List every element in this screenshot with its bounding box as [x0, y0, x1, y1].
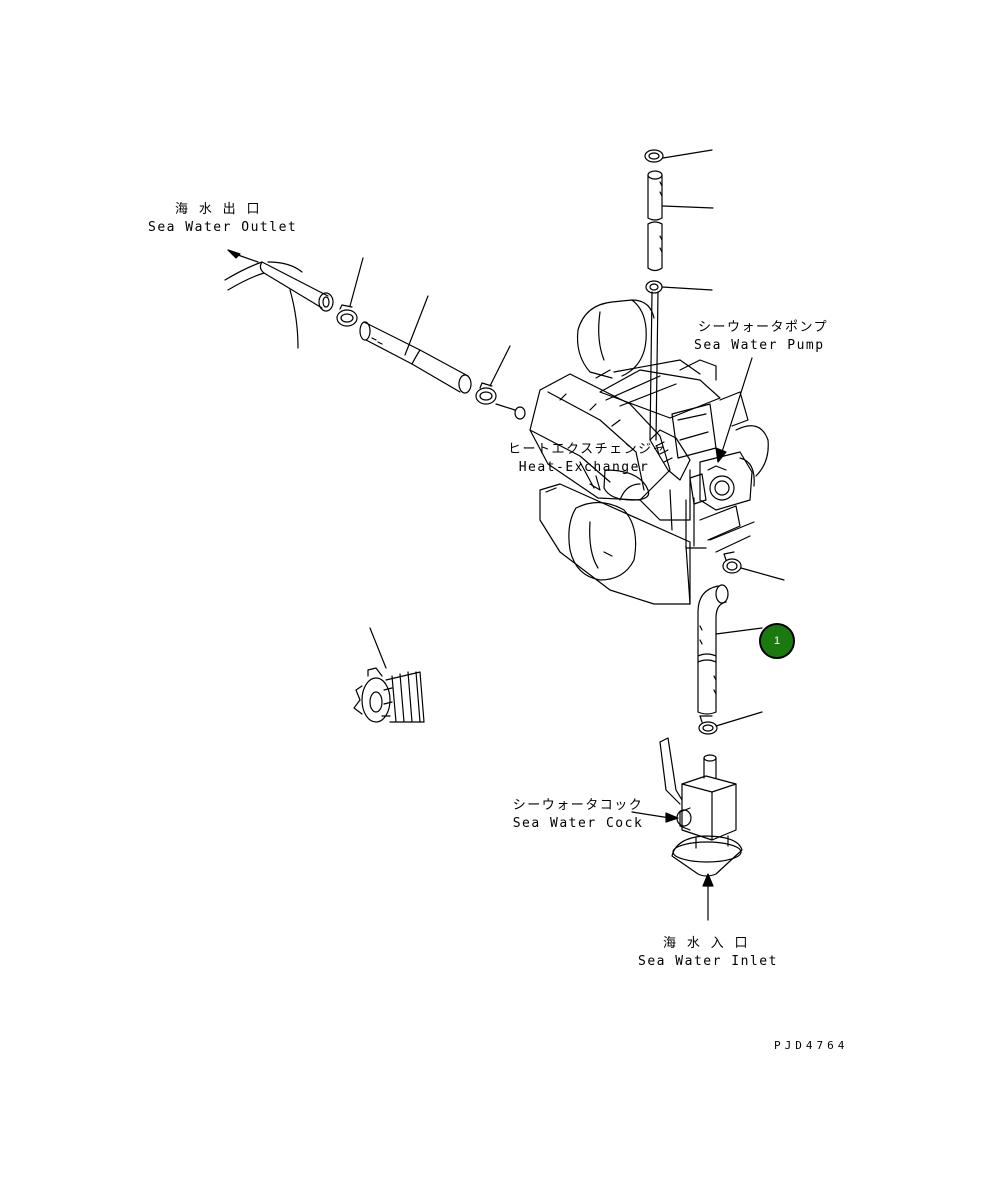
label-hx-jp: ヒートエクスチェンジャ [508, 442, 667, 457]
label-cock-jp: シーウォータコック [512, 798, 644, 813]
hose-clamp [337, 258, 363, 326]
label-pump-jp: シーウォータポンプ [698, 320, 829, 335]
hose-clamp [723, 552, 784, 580]
label-inlet-jp: 海 水 入 口 [663, 936, 749, 951]
label-hx-en: Heat-Exchanger [518, 460, 650, 475]
label-outlet-jp: 海 水 出 口 [175, 202, 261, 217]
impeller [354, 628, 424, 722]
drawing-code: PJD4764 [774, 1039, 849, 1052]
hose-clamp [699, 712, 762, 734]
outlet-elbow-pipe [225, 250, 333, 348]
hose-clamp [476, 346, 525, 419]
label-outlet-en: Sea Water Outlet [148, 220, 298, 235]
vertical-hose [648, 171, 713, 271]
inlet-hose [698, 585, 762, 714]
outlet-hose [360, 296, 471, 393]
callout-number: 1 [773, 635, 781, 647]
label-pump-en: Sea Water Pump [694, 338, 825, 353]
sea-water-cock [632, 738, 742, 920]
label-inlet-en: Sea Water Inlet [638, 954, 778, 969]
part-callout-1[interactable]: 1 [759, 623, 795, 659]
label-cock-en: Sea Water Cock [512, 816, 644, 831]
engine-assembly [530, 300, 768, 604]
hose-clamp [645, 150, 712, 162]
hose-clamp [646, 281, 712, 440]
